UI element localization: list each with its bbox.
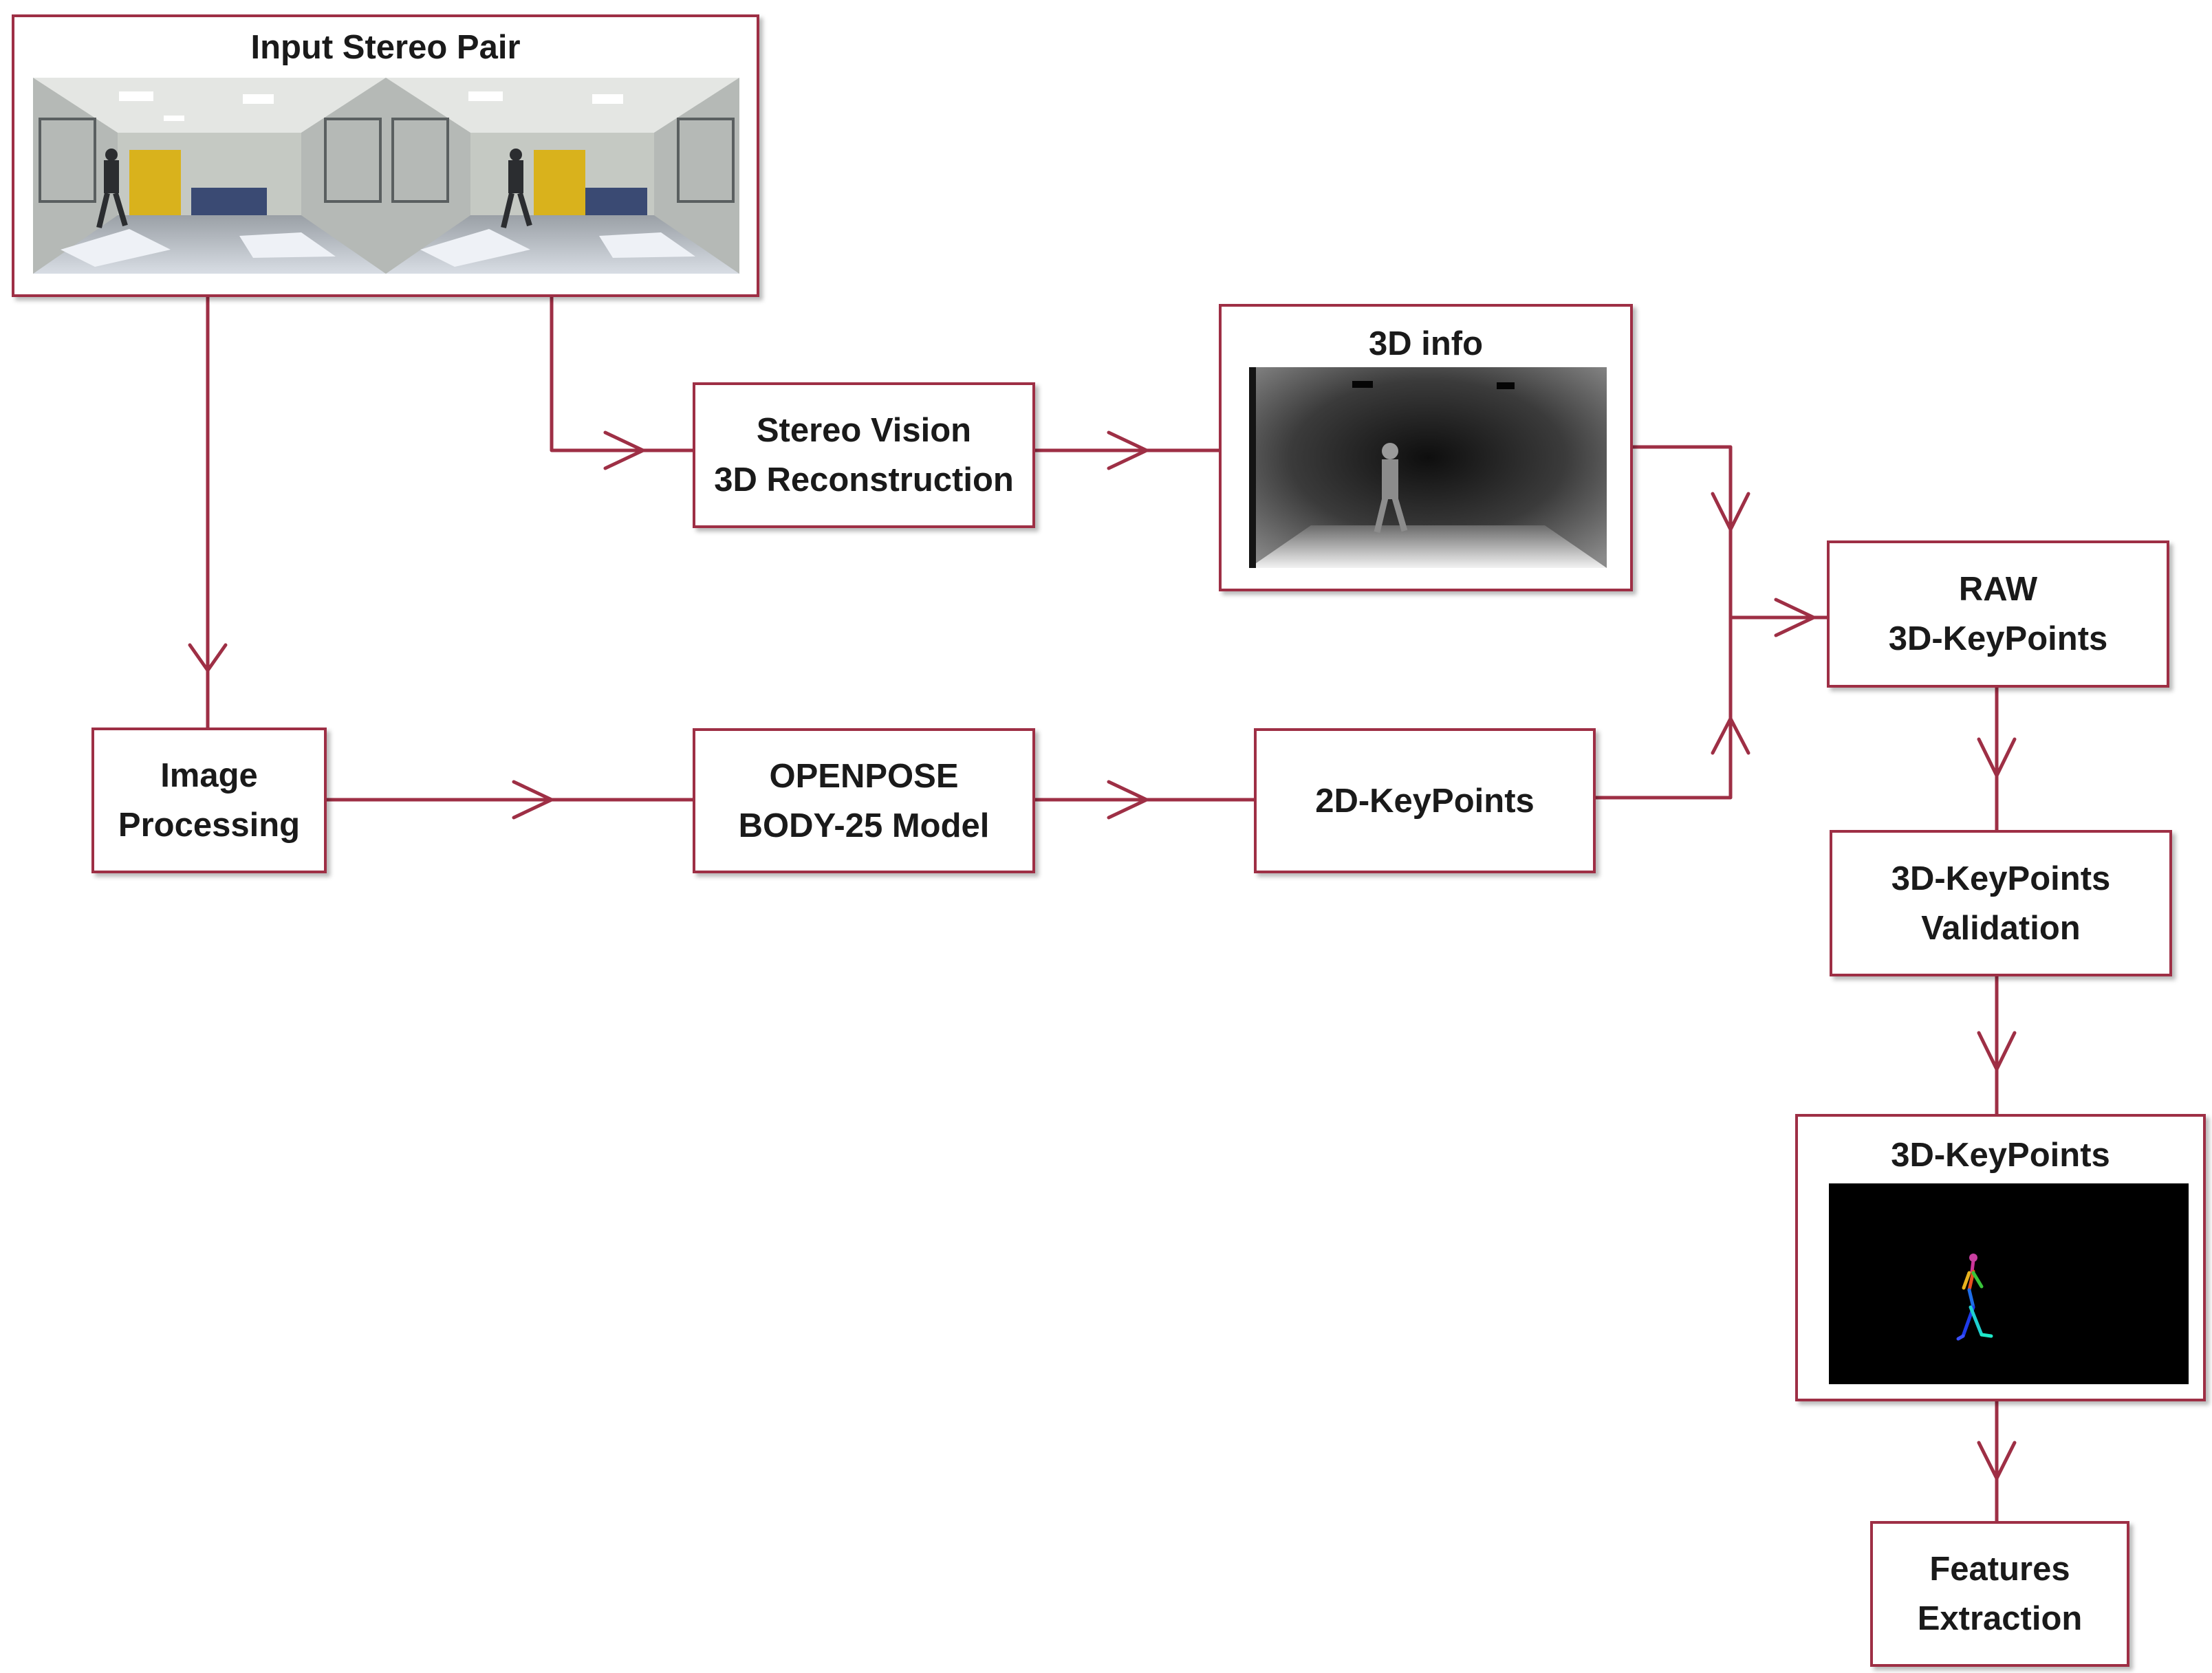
openpose-line1: OPENPOSE bbox=[769, 757, 959, 795]
arrowhead bbox=[188, 643, 228, 673]
features-line1: Features bbox=[1929, 1551, 2070, 1588]
3d-keypoints-title: 3D-KeyPoints bbox=[1891, 1137, 2110, 1174]
arrowhead bbox=[603, 430, 645, 470]
validation-line1: 3D-KeyPoints bbox=[1891, 860, 2111, 897]
3d-keypoints-node: 3D-KeyPoints bbox=[1795, 1114, 2206, 1401]
arrowhead bbox=[1711, 717, 1750, 755]
image-processing-line1: Image bbox=[160, 757, 258, 794]
3d-info-title: 3D info bbox=[1368, 325, 1484, 362]
arrowhead bbox=[1977, 1441, 2017, 1480]
arrowhead bbox=[1711, 492, 1750, 532]
raw-keypoints-line2: 3D-KeyPoints bbox=[1888, 620, 2108, 657]
depth-map-image bbox=[1249, 367, 1607, 568]
edge-3dinfo-to-merge bbox=[1594, 445, 1733, 800]
2d-keypoints-label: 2D-KeyPoints bbox=[1315, 782, 1535, 820]
openpose-node: OPENPOSE BODY-25 Model bbox=[693, 728, 1035, 873]
raw-keypoints-line1: RAW bbox=[1958, 571, 2038, 608]
input-stereo-pair-node: Input Stereo Pair bbox=[12, 14, 759, 297]
arrowhead bbox=[1774, 598, 1816, 637]
input-stereo-pair-title: Input Stereo Pair bbox=[250, 29, 521, 66]
skeleton-image bbox=[1829, 1183, 2189, 1384]
features-extraction-node: Features Extraction bbox=[1870, 1521, 2129, 1667]
keypoints-validation-node: 3D-KeyPoints Validation bbox=[1830, 830, 2172, 976]
stereo-right-view bbox=[386, 78, 739, 274]
arrowhead bbox=[1977, 737, 2017, 778]
edge-input-to-stereo-vision bbox=[550, 295, 695, 452]
stereo-vision-line2: 3D Reconstruction bbox=[714, 461, 1014, 499]
validation-line2: Validation bbox=[1921, 909, 2081, 947]
openpose-line2: BODY-25 Model bbox=[738, 807, 990, 844]
image-processing-node: Image Processing bbox=[91, 728, 327, 873]
stereo-vision-node: Stereo Vision 3D Reconstruction bbox=[693, 382, 1035, 528]
arrowhead bbox=[1977, 1031, 2017, 1071]
stereo-pair-image bbox=[33, 78, 739, 274]
image-processing-line2: Processing bbox=[118, 807, 301, 844]
arrowhead bbox=[1107, 780, 1149, 820]
features-line2: Extraction bbox=[1917, 1600, 2083, 1637]
raw-3d-keypoints-node: RAW 3D-KeyPoints bbox=[1827, 540, 2169, 688]
stereo-left-view bbox=[33, 78, 386, 274]
arrowhead bbox=[1107, 430, 1149, 470]
2d-keypoints-node: 2D-KeyPoints bbox=[1254, 728, 1596, 873]
stereo-vision-line1: Stereo Vision bbox=[756, 412, 972, 449]
arrowhead bbox=[512, 780, 554, 820]
3d-info-node: 3D info bbox=[1219, 304, 1633, 591]
